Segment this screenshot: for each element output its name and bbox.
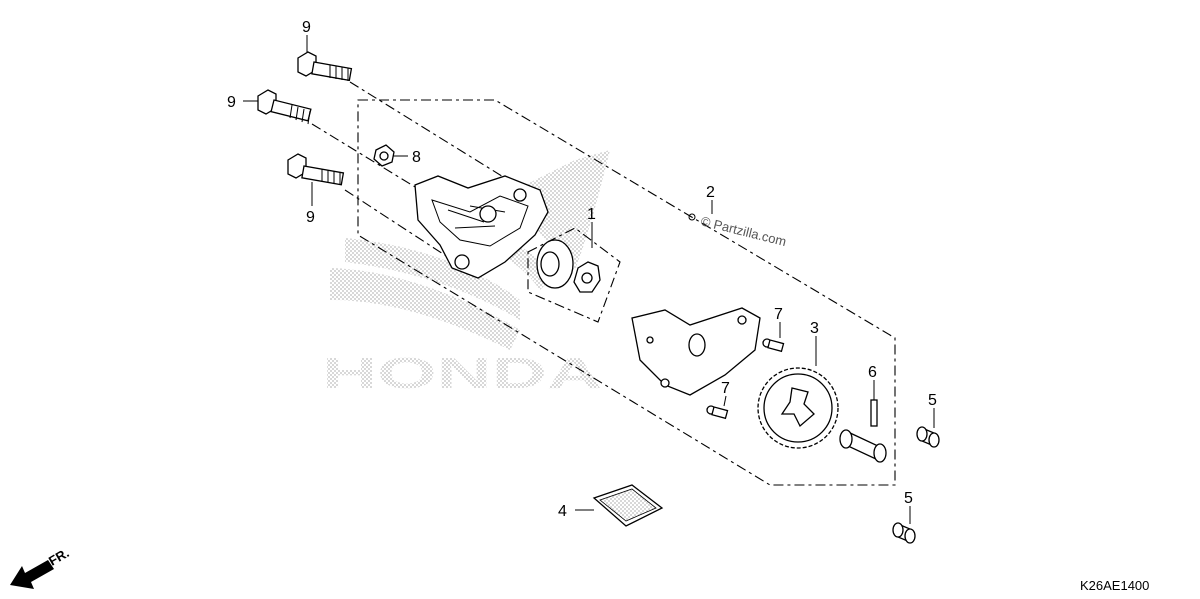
pump-rotor-set — [536, 239, 601, 293]
callout-3: 3 — [810, 320, 819, 337]
callout-5-lower: 5 — [904, 490, 913, 507]
screw-lower-part-7 — [706, 405, 729, 420]
callout-9-bottom: 9 — [306, 209, 315, 226]
dowel-pin-part-6 — [870, 399, 878, 427]
part-2-leader-dot — [688, 213, 696, 221]
bolt-leader-line — [344, 189, 461, 266]
oil-strainer-part-4 — [592, 484, 664, 527]
pump-driven-gear — [757, 367, 839, 449]
flange-bolt-bottom — [287, 153, 345, 186]
partzilla-watermark: © Partzilla.com — [699, 213, 788, 249]
front-direction-arrow-icon — [10, 560, 54, 589]
callout-9-top: 9 — [302, 19, 311, 36]
dowel-upper-part-5 — [916, 426, 940, 448]
pump-shaft-collar — [839, 429, 887, 463]
callout-1: 1 — [587, 206, 596, 223]
callout-4: 4 — [558, 503, 567, 520]
callout-leaders — [243, 35, 935, 524]
honda-brand-watermark: HONDA — [322, 349, 602, 398]
screw-upper-part-7 — [762, 338, 785, 353]
callout-7-upper: 7 — [774, 306, 783, 323]
dowel-lower-part-5 — [892, 522, 916, 544]
callout-5-upper: 5 — [928, 392, 937, 409]
rotor-set-outline — [527, 227, 621, 323]
callout-7-lower: 7 — [721, 380, 730, 397]
diagram-code: K26AE1400 — [1080, 578, 1149, 593]
bolt-leader-line — [311, 123, 421, 191]
oil-pump-body — [414, 175, 549, 279]
bolt-leader-line — [349, 81, 506, 179]
assembly-outline — [357, 99, 896, 486]
flange-bolt-top — [297, 51, 353, 82]
flange-bolt-middle — [257, 89, 312, 125]
pump-cover-plate — [631, 307, 761, 396]
callout-8: 8 — [412, 149, 421, 166]
callout-9-middle: 9 — [227, 94, 236, 111]
callout-2: 2 — [706, 184, 715, 201]
nut-part-8 — [373, 144, 395, 167]
callout-6: 6 — [868, 364, 877, 381]
